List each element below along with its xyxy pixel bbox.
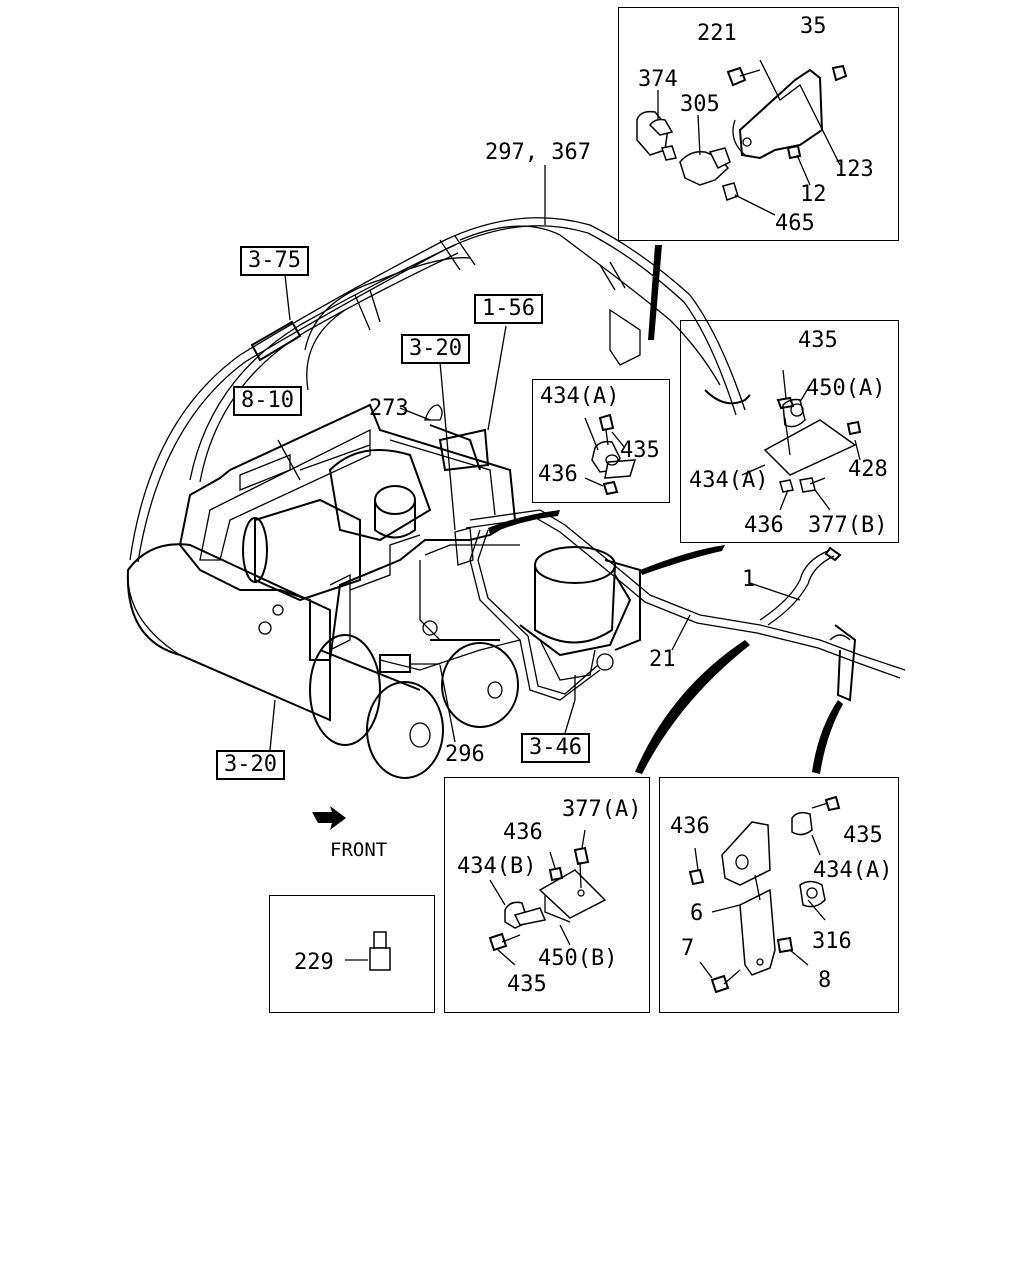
part-label-297-367: 297, 367 [485,140,591,165]
pointer-to-right-inset [640,545,725,575]
ref-3-20-bottom[interactable]: 3-20 [216,750,285,780]
part-label-273: 273 [369,396,409,421]
part-label-296: 296 [445,742,485,767]
air-tank-right [430,639,519,728]
air-dryer [242,449,432,602]
pointer-to-bottom-left-inset [635,640,750,774]
part-label-35: 35 [800,14,827,39]
inset-panel-bottom-left [444,777,650,1013]
front-arrow-icon [312,806,346,830]
ref-8-10[interactable]: 8-10 [233,386,302,416]
part-label-436-small: 436 [538,462,578,487]
front-label: FRONT [330,839,388,861]
part-label-229: 229 [294,950,334,975]
part-label-123: 123 [834,157,874,182]
part-label-434a-right: 434(A) [689,468,769,493]
part-label-434a-small: 434(A) [540,384,620,409]
inset-panel-top-right [618,7,899,241]
part-label-450a-right: 450(A) [806,376,886,401]
ref-1-56[interactable]: 1-56 [474,294,543,324]
mounting-frame [178,403,517,661]
right-inset-parts [741,369,862,511]
part-label-316: 316 [812,929,852,954]
part-label-8: 8 [818,968,832,993]
inset-panel-bottom-right [659,777,899,1013]
inset-panel-small-clamp [532,379,670,503]
part-label-377a: 377(A) [562,797,642,822]
ref-3-46[interactable]: 3-46 [521,733,590,763]
compressor-unit [424,544,641,700]
top-inset-parts [636,59,848,216]
part-label-428: 428 [848,457,888,482]
part-label-435-br: 435 [843,823,883,848]
ref-3-75[interactable]: 3-75 [240,246,309,276]
part-label-450b: 450(B) [538,946,618,971]
part-label-435-right: 435 [798,328,838,353]
leader-lines [269,165,801,751]
small-inset-parts [584,413,637,496]
inset-panel-fitting [269,895,435,1013]
bottom-left-inset-parts [488,829,607,966]
pointer-to-top-inset [648,245,662,340]
harness-and-hoses [129,217,906,702]
part-label-434a-br: 434(A) [813,858,893,883]
part-label-436-bl: 436 [503,820,543,845]
part-label-435-small: 435 [620,438,660,463]
part-label-436-br: 436 [670,814,710,839]
part-label-6: 6 [690,901,704,926]
part-label-374: 374 [638,67,678,92]
inset-panel-right-clamp [680,320,899,543]
bottom-right-inset-parts [688,795,841,994]
part-label-436-right: 436 [744,513,784,538]
part-label-377b: 377(B) [808,513,888,538]
fitting-part [345,931,391,971]
pointer-to-small-inset [488,510,560,534]
part-label-221: 221 [697,21,737,46]
pointer-to-bottom-right-inset [812,700,843,774]
air-tank-left [126,543,444,779]
part-label-435-bl: 435 [507,972,547,997]
part-label-21: 21 [649,647,676,672]
part-label-465: 465 [775,211,815,236]
part-label-7: 7 [681,936,695,961]
part-label-1: 1 [742,567,756,592]
part-label-305: 305 [680,92,720,117]
part-label-434b: 434(B) [457,854,537,879]
ref-3-20-top[interactable]: 3-20 [401,334,470,364]
part-label-12: 12 [800,182,827,207]
